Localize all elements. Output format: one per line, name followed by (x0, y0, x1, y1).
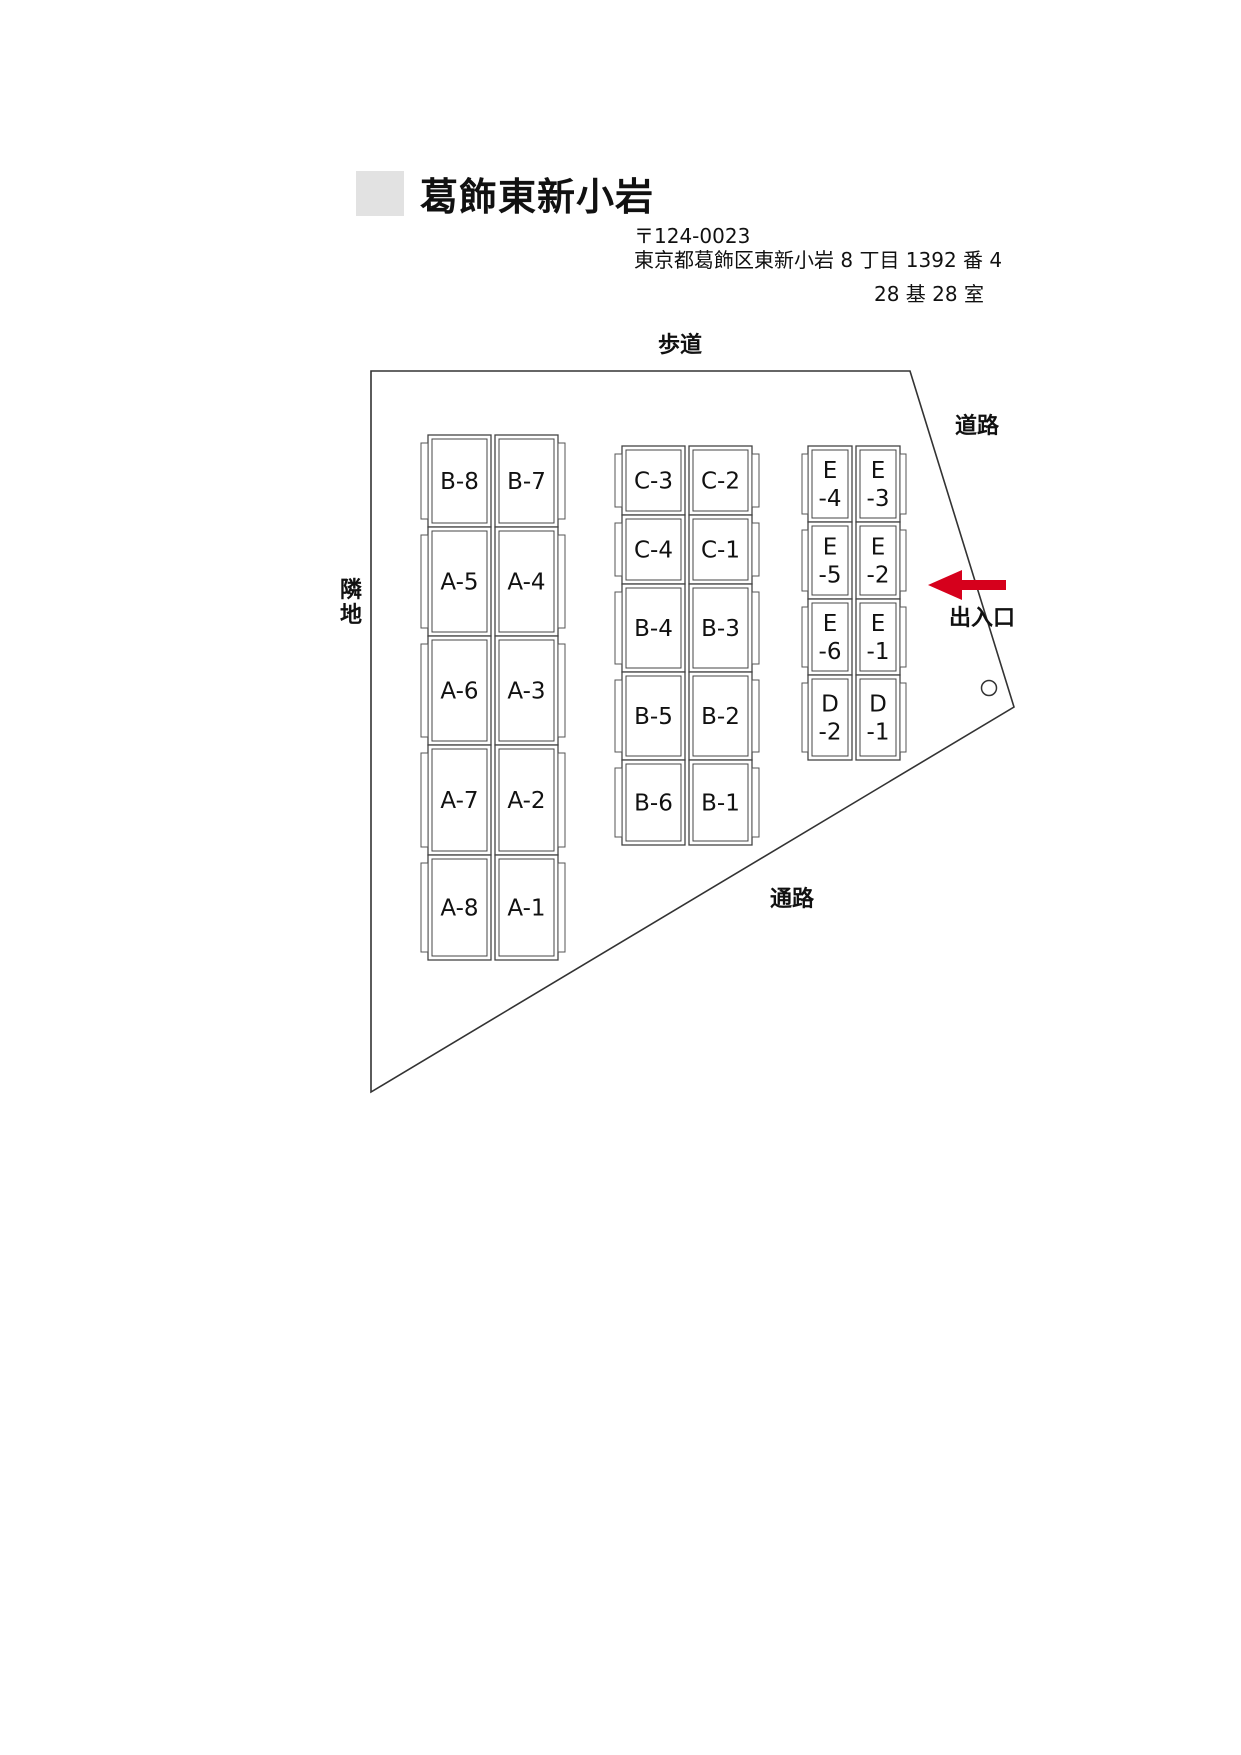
plot-label: E (823, 611, 838, 637)
plot-label: C-3 (634, 469, 673, 495)
plot-label: B-3 (701, 616, 740, 642)
label-neighbor-2: 地 (340, 603, 362, 628)
label-neighbor-1: 隣 (340, 578, 362, 603)
plot-label: -1 (867, 639, 890, 665)
plot-label: A-7 (440, 788, 478, 814)
address: 東京都葛飾区東新小岩 8 丁目 1392 番 4 (634, 248, 1003, 272)
plot-label: A-1 (507, 896, 545, 922)
plot-block1-0-0: B-8 (420, 434, 492, 528)
plot-block2-3-1: B-2 (688, 671, 760, 761)
plot-block3-1-0: E-5 (801, 521, 853, 600)
plot-label: E (871, 458, 886, 484)
plot-label: A-5 (440, 570, 478, 596)
plot-block2-0-0: C-3 (614, 445, 686, 516)
site-boundary (370, 370, 1015, 1094)
plot-label: D (869, 692, 887, 718)
header-mark (356, 171, 404, 216)
plot-block1-4-0: A-8 (420, 854, 492, 961)
plot-block1-1-1: A-4 (494, 526, 566, 637)
plot-label: E (823, 458, 838, 484)
plot-block2-2-1: B-3 (688, 583, 760, 673)
entrance-marker (980, 679, 998, 697)
plot-label: A-8 (440, 896, 478, 922)
plot-label: C-4 (634, 538, 673, 564)
plot-block3-0-1: E-3 (855, 445, 907, 523)
plot-label: E (823, 535, 838, 561)
plot-label: B-4 (634, 616, 673, 642)
plot-block2-2-0: B-4 (614, 583, 686, 673)
plot-block2-4-1: B-1 (688, 759, 760, 846)
plot-block2-4-0: B-6 (614, 759, 686, 846)
label-street: 通路 (770, 886, 815, 912)
plot-block3-1-1: E-2 (855, 521, 907, 600)
plot-label: B-6 (634, 791, 673, 817)
plot-label: D (821, 692, 839, 718)
plot-label: C-1 (701, 538, 740, 564)
plot-label: -6 (819, 639, 842, 665)
plot-label: B-2 (701, 704, 740, 730)
postal-code: 〒124-0023 (634, 224, 751, 248)
label-entrance: 出入口 (949, 606, 1015, 631)
label-sidewalk: 歩道 (658, 332, 702, 358)
plots-layer: B-8 B-7A-5 A-4A-6 A-3A-7 A-2A-8 A-1 C-3 C-2C-4 C… (420, 434, 907, 961)
plot-label: E (871, 535, 886, 561)
plot-label: B-5 (634, 704, 673, 730)
plot-block1-2-0: A-6 (420, 635, 492, 746)
page-title: 葛飾東新小岩 (420, 175, 655, 219)
plot-block1-0-1: B-7 (494, 434, 566, 528)
plot-label: A-3 (507, 679, 545, 705)
plot-label: -2 (867, 563, 890, 589)
plot-block1-2-1: A-3 (494, 635, 566, 746)
plot-block3-2-1: E-1 (855, 598, 907, 676)
plot-label: C-2 (701, 469, 740, 495)
plot-block2-0-1: C-2 (688, 445, 760, 516)
plot-label: A-6 (440, 679, 478, 705)
plot-label: -2 (819, 720, 842, 746)
entrance-arrow-icon (928, 570, 1006, 600)
plot-block2-1-0: C-4 (614, 514, 686, 585)
plot-block1-4-1: A-1 (494, 854, 566, 961)
plot-label: B-8 (440, 469, 479, 495)
plot-block2-3-0: B-5 (614, 671, 686, 761)
plot-block3-0-0: E-4 (801, 445, 853, 523)
plot-block2-1-1: C-1 (688, 514, 760, 585)
plot-label: A-4 (507, 570, 545, 596)
plot-block3-3-0: D-2 (801, 674, 853, 761)
plot-label: -1 (867, 720, 890, 746)
plot-block1-3-1: A-2 (494, 744, 566, 856)
plot-label: E (871, 611, 886, 637)
plot-block3-2-0: E-6 (801, 598, 853, 676)
plot-label: -5 (819, 563, 842, 589)
plot-count: 28 基 28 室 (874, 282, 984, 306)
plot-label: A-2 (507, 788, 545, 814)
label-road: 道路 (955, 413, 1000, 439)
plot-label: -4 (819, 486, 842, 512)
plot-block1-1-0: A-5 (420, 526, 492, 637)
plot-label: -3 (867, 486, 890, 512)
plot-block1-3-0: A-7 (420, 744, 492, 856)
plot-block3-3-1: D-1 (855, 674, 907, 761)
plot-label: B-7 (507, 469, 546, 495)
plot-label: B-1 (701, 791, 740, 817)
